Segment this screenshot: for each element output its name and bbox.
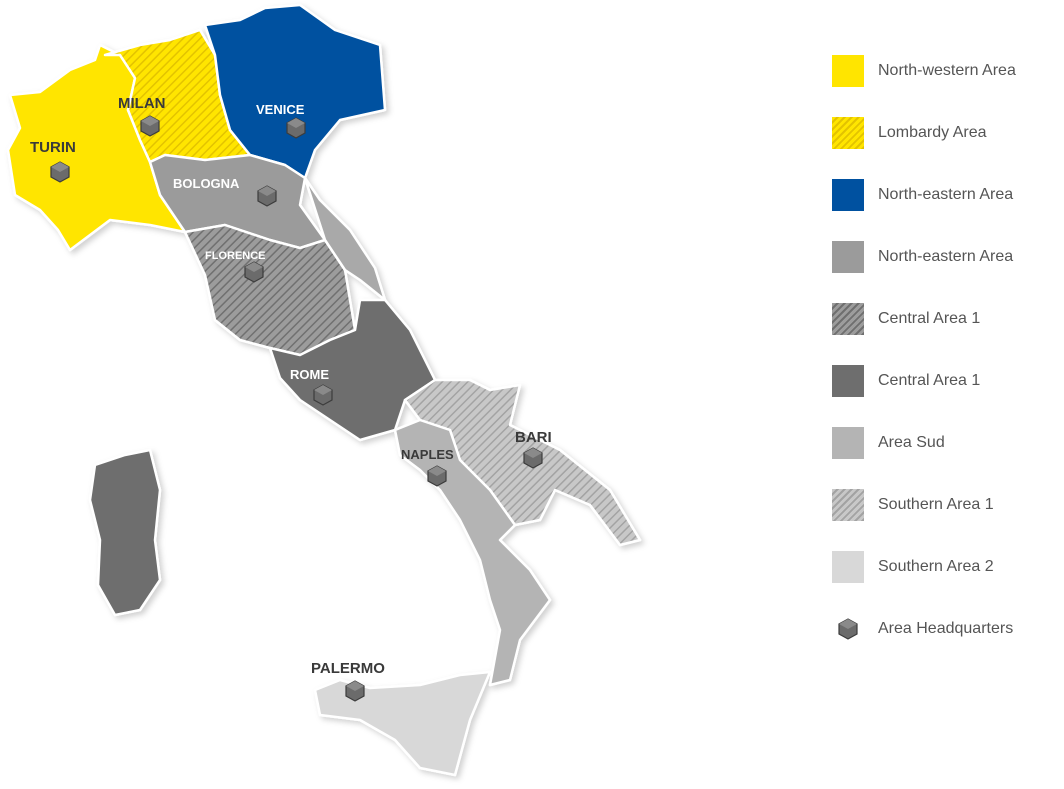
- legend-label: Central Area 1: [878, 310, 981, 327]
- legend-label: Southern Area 2: [878, 558, 994, 575]
- legend-label: North-western Area: [878, 62, 1016, 79]
- region-area-sud: [393, 418, 552, 687]
- hq-icon: [286, 117, 306, 139]
- map-legend: North-western Area Lombardy Area North-e…: [832, 40, 1064, 660]
- hq-icon: [140, 115, 160, 137]
- hq-icon: [244, 261, 264, 283]
- legend-item: North-eastern Area: [832, 226, 1064, 288]
- region-north-eastern-area-blue: [203, 3, 387, 180]
- legend-swatch-very-light-grey: [832, 551, 864, 583]
- city-label-florence: FLORENCE: [205, 250, 266, 262]
- hq-icon: [257, 185, 277, 207]
- region-southern-area-2: [313, 670, 492, 777]
- legend-label: North-eastern Area: [878, 248, 1014, 265]
- legend-item: North-eastern Area: [832, 164, 1064, 226]
- legend-label: Area Sud: [878, 434, 945, 451]
- city-label-turin: TURIN: [30, 139, 76, 156]
- hq-icon: [50, 161, 70, 183]
- city-label-venice: VENICE: [256, 102, 305, 117]
- hq-icon: [832, 613, 864, 645]
- legend-item: Central Area 1: [832, 288, 1064, 350]
- region-sardinia: [88, 448, 162, 617]
- legend-swatch-blue: [832, 179, 864, 211]
- legend-item: Area Headquarters: [832, 598, 1064, 660]
- hq-icon: [313, 384, 333, 406]
- legend-swatch-hatched-yellow: [832, 117, 864, 149]
- legend-swatch-dark-grey: [832, 365, 864, 397]
- legend-item: Southern Area 2: [832, 536, 1064, 598]
- legend-swatch-hatched-grey: [832, 303, 864, 335]
- legend-swatch-yellow: [832, 55, 864, 87]
- legend-item: North-western Area: [832, 40, 1064, 102]
- hq-icon: [523, 447, 543, 469]
- legend-label: Central Area 1: [878, 372, 981, 389]
- legend-item: Area Sud: [832, 412, 1064, 474]
- city-label-bari: BARI: [515, 429, 552, 446]
- hq-icon: [345, 680, 365, 702]
- legend-swatch-grey: [832, 241, 864, 273]
- city-label-bologna: BOLOGNA: [173, 176, 240, 191]
- legend-label: North-eastern Area: [878, 186, 1014, 203]
- legend-swatch-light-grey: [832, 427, 864, 459]
- hq-icon: [427, 465, 447, 487]
- legend-item: Lombardy Area: [832, 102, 1064, 164]
- legend-swatch-hatched-light-grey: [832, 489, 864, 521]
- italy-map: TURIN MILAN VENICE BOLOGNA FLORENCE ROME…: [6, 3, 642, 777]
- legend-item: Southern Area 1: [832, 474, 1064, 536]
- legend-item: Central Area 1: [832, 350, 1064, 412]
- city-label-milan: MILAN: [118, 95, 166, 112]
- city-label-rome: ROME: [290, 367, 329, 382]
- city-label-palermo: PALERMO: [311, 660, 385, 677]
- legend-label: Southern Area 1: [878, 496, 994, 513]
- city-label-naples: NAPLES: [401, 447, 454, 462]
- legend-label: Area Headquarters: [878, 620, 1014, 637]
- legend-label: Lombardy Area: [878, 124, 987, 141]
